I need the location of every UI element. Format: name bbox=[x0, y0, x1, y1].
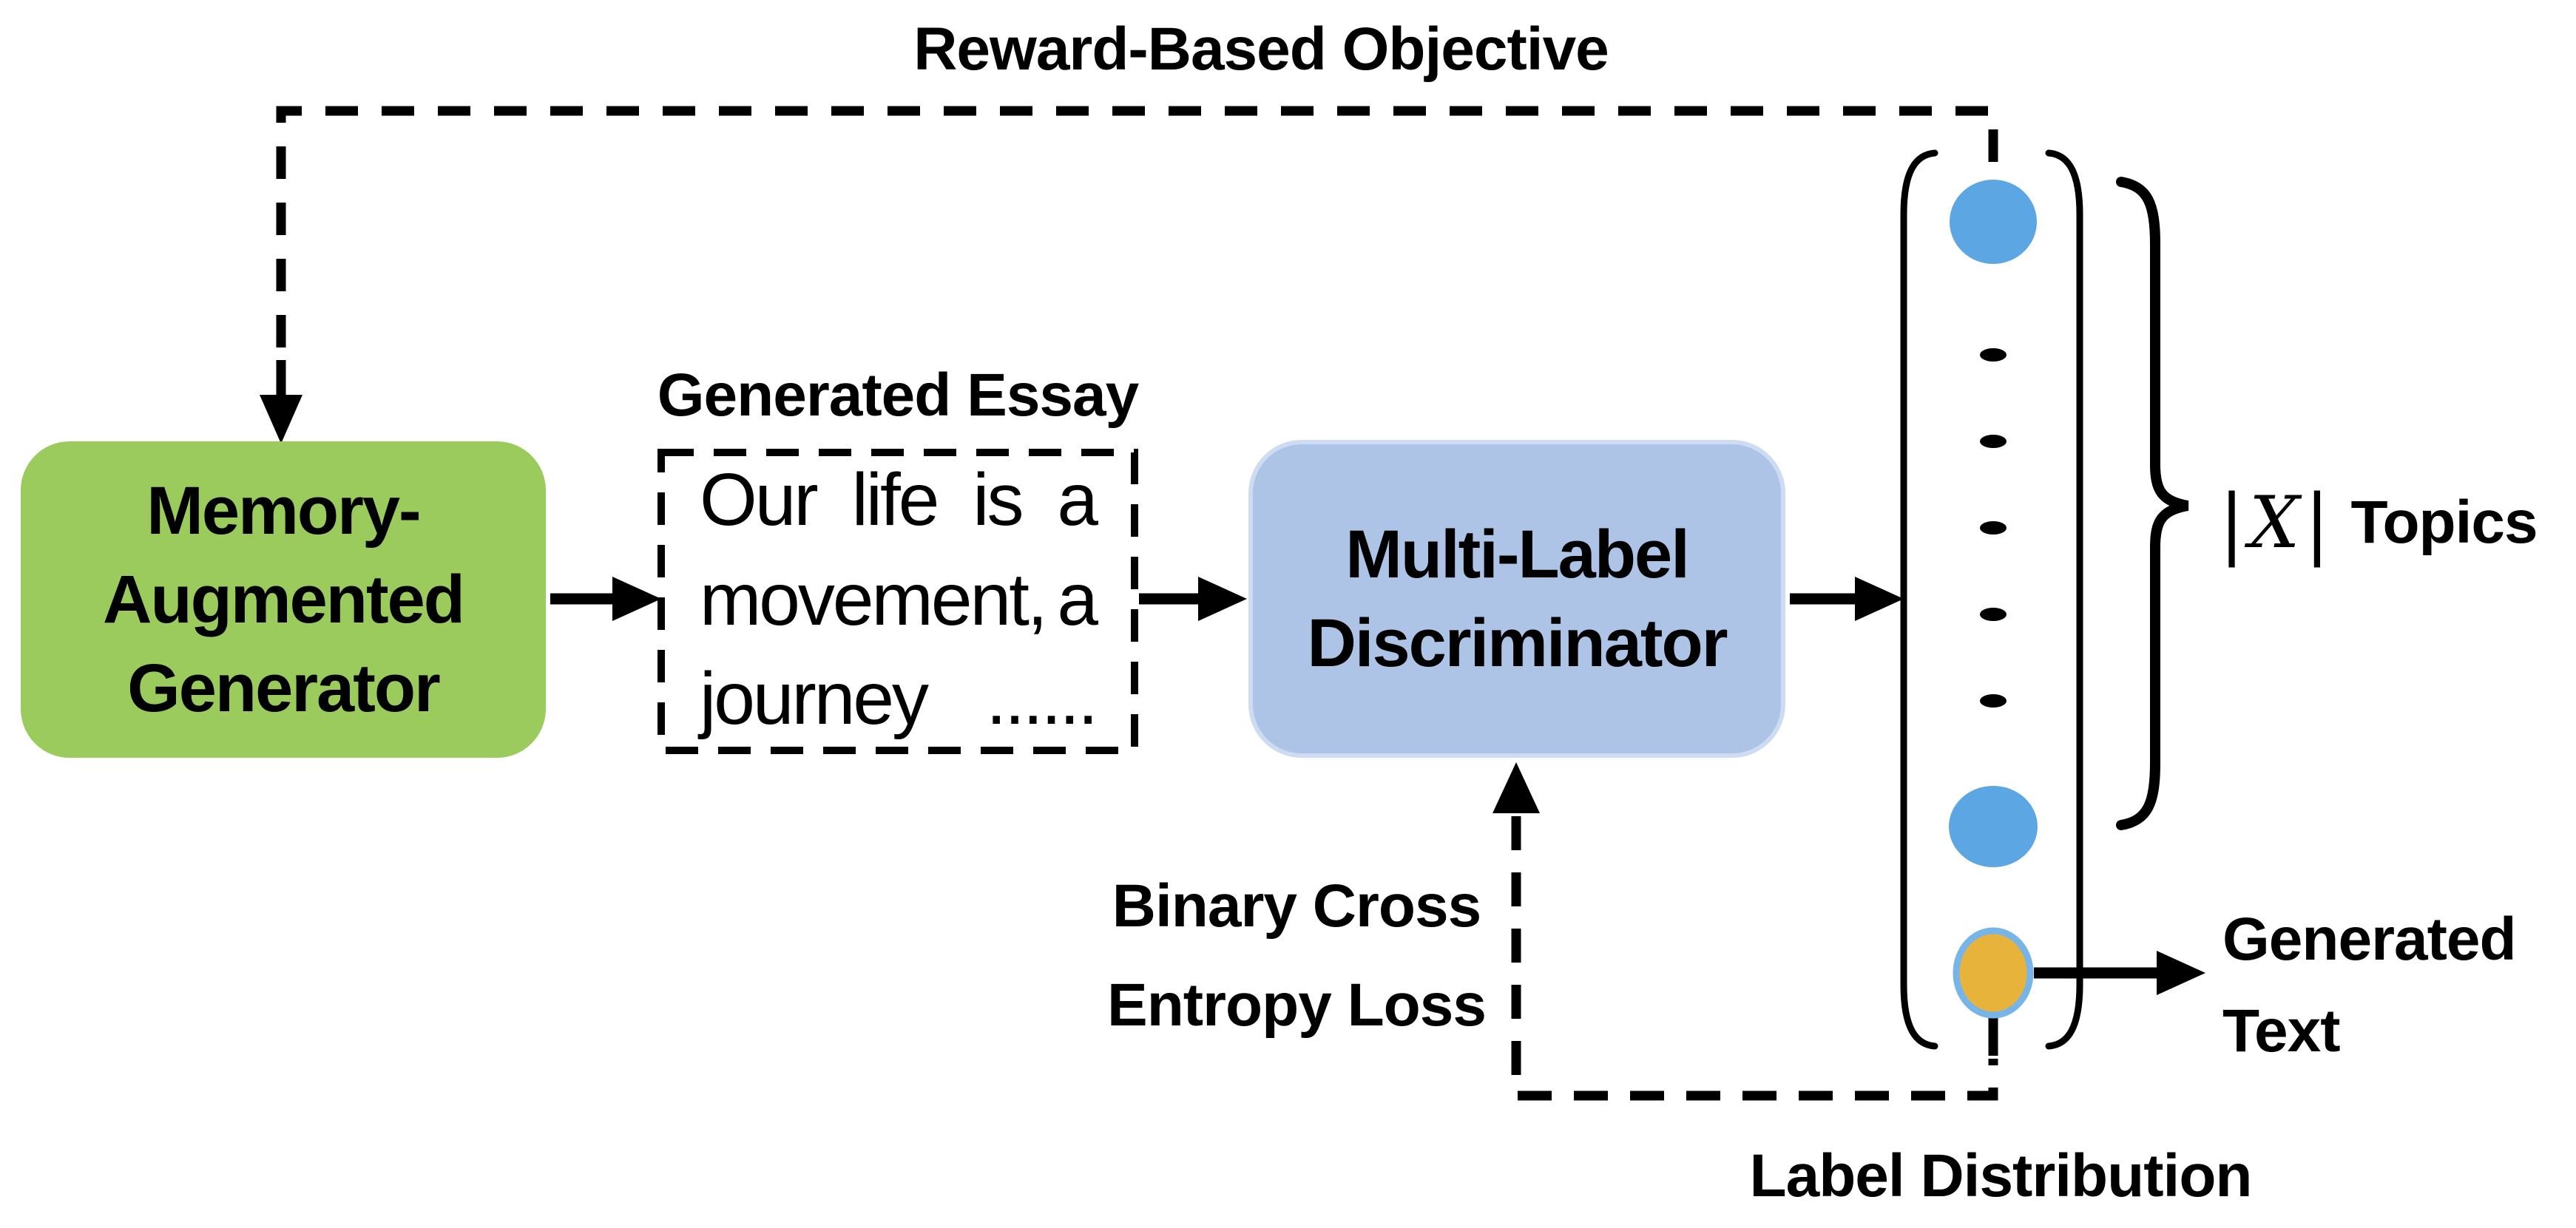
set-bar-left: | bbox=[2219, 478, 2245, 568]
generated-essay-title: Generated Essay bbox=[657, 362, 1139, 429]
topics-count-label: | X | Topics bbox=[2219, 478, 2538, 567]
essay-word: movement, bbox=[700, 557, 1048, 641]
arrow-discriminator-to-distribution-head-icon bbox=[1855, 577, 1904, 621]
essay-word: a bbox=[1057, 458, 1098, 541]
generated-text-node bbox=[1953, 927, 2034, 1019]
ellipsis-dot bbox=[1980, 694, 2007, 708]
bce-loss-label: Binary Cross Entropy Loss bbox=[1107, 857, 1487, 1055]
generator-label-line: Augmented bbox=[103, 562, 465, 637]
distribution-right-bracket bbox=[2045, 149, 2083, 1050]
essay-word: life bbox=[851, 458, 940, 541]
essay-word: journey bbox=[700, 657, 929, 740]
topic-node-top bbox=[1950, 180, 2037, 264]
generator-label-line: Generator bbox=[127, 651, 441, 726]
generated-essay-text: Our life is a movement, a journey ...... bbox=[661, 452, 1135, 750]
generator-label-line: Memory- bbox=[146, 473, 421, 549]
arrow-node-to-generated-text-head-icon bbox=[2157, 951, 2205, 995]
bce-loss-dashed-path bbox=[1511, 816, 1998, 1101]
topics-brace bbox=[2116, 177, 2189, 830]
essay-word: is bbox=[973, 458, 1024, 541]
multi-label-discriminator-box: Multi-Label Discriminator bbox=[1248, 440, 1785, 758]
set-bar-right: | bbox=[2304, 478, 2330, 568]
bce-loss-arrowhead-icon bbox=[1492, 762, 1540, 813]
reward-objective-label: Reward-Based Objective bbox=[913, 16, 1609, 83]
bce-loss-line: Entropy Loss bbox=[1107, 971, 1487, 1039]
ellipsis-dot bbox=[1980, 435, 2007, 448]
ellipsis-dot bbox=[1980, 348, 2007, 362]
essay-line: Our life is a bbox=[700, 458, 1098, 541]
bce-loss-line: Binary Cross bbox=[1112, 872, 1481, 940]
essay-line: journey ...... bbox=[700, 657, 1098, 740]
label-distribution-caption: Label Distribution bbox=[1749, 1142, 2253, 1210]
essay-word: Our bbox=[700, 458, 819, 541]
ellipsis-dot bbox=[1980, 521, 2007, 535]
reward-feedback-arrowhead-icon bbox=[260, 395, 302, 444]
arrow-essay-to-discriminator-head-icon bbox=[1198, 577, 1247, 621]
topics-word: Topics bbox=[2350, 489, 2538, 556]
essay-word: a bbox=[1057, 557, 1098, 641]
ellipsis-dot bbox=[1980, 608, 2007, 621]
discriminator-label-line: Discriminator bbox=[1307, 605, 1728, 681]
arrow-generator-to-essay-head-icon bbox=[612, 577, 661, 621]
generated-essay-dashed-box bbox=[657, 449, 1138, 754]
reward-feedback-dashed-path bbox=[276, 106, 1998, 347]
generated-text-label: Generated Text bbox=[2222, 894, 2517, 1077]
generated-text-line: Text bbox=[2222, 997, 2341, 1065]
memory-augmented-generator-box: Memory- Augmented Generator bbox=[21, 441, 546, 758]
topic-node-bottom bbox=[1949, 786, 2038, 867]
essay-word: ...... bbox=[986, 657, 1098, 740]
discriminator-label-line: Multi-Label bbox=[1345, 517, 1690, 592]
generated-text-line: Generated bbox=[2222, 906, 2517, 973]
essay-line: movement, a bbox=[700, 557, 1098, 641]
distribution-left-bracket bbox=[1900, 149, 1938, 1050]
topic-set-symbol: X bbox=[2249, 481, 2300, 564]
